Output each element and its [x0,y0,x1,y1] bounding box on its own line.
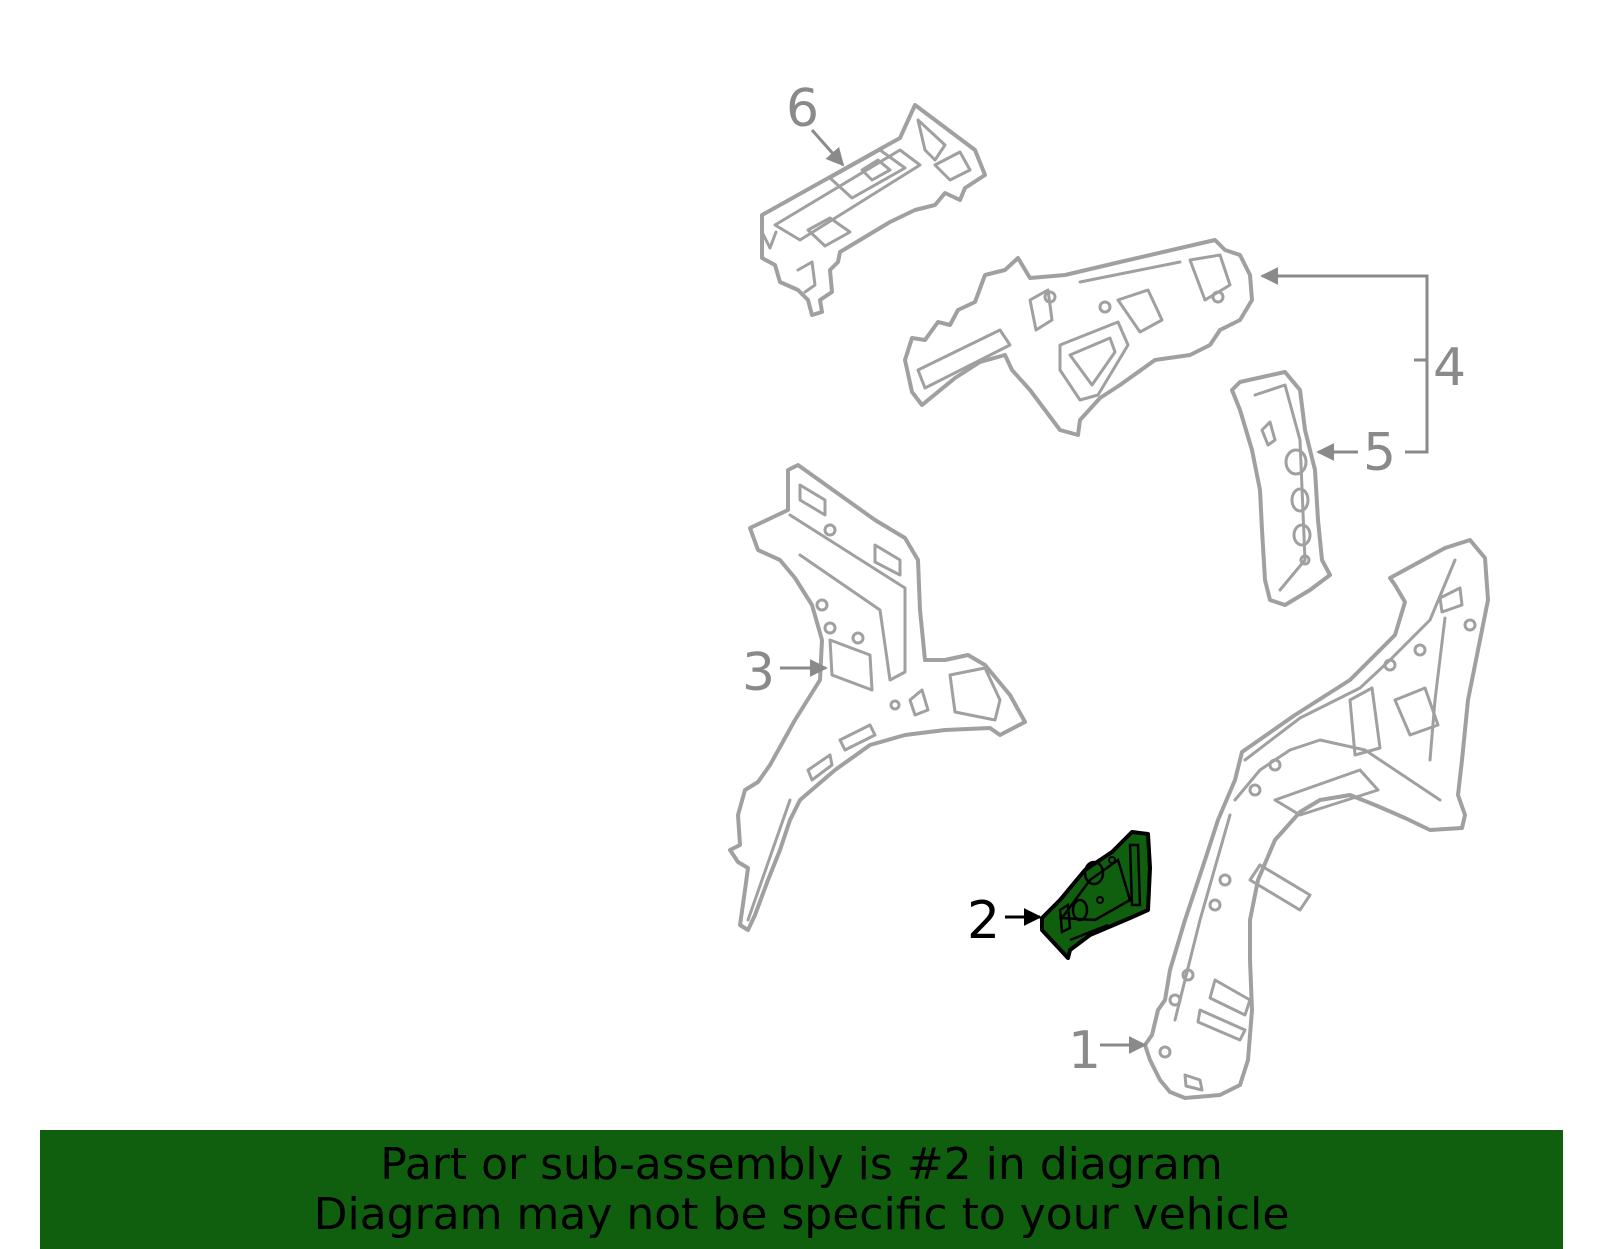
part-1-shape[interactable] [1143,538,1490,1100]
part-2-shape[interactable] [1040,830,1152,960]
callout-1[interactable]: 1 [1068,1021,1101,1081]
callout-5[interactable]: 5 [1363,423,1396,483]
leader-4-top [1260,267,1429,360]
callout-3[interactable]: 3 [742,643,775,703]
banner-line-1: Part or sub-assembly is #2 in diagram [380,1139,1223,1190]
part-5-shape[interactable] [1230,370,1332,607]
callout-2[interactable]: 2 [967,891,1000,951]
info-banner: Part or sub-assembly is #2 in diagram Di… [40,1130,1563,1249]
callout-4[interactable]: 4 [1433,338,1466,398]
leader-lines [780,129,1429,1054]
part-6-shape[interactable] [760,103,987,317]
leader-6 [810,129,845,167]
part-4-shape[interactable] [903,238,1254,437]
banner-line-2: Diagram may not be specific to your vehi… [313,1189,1290,1240]
part-3-shape[interactable] [728,463,1027,932]
leader-4-bracket [1405,360,1429,454]
callout-6[interactable]: 6 [786,79,819,139]
